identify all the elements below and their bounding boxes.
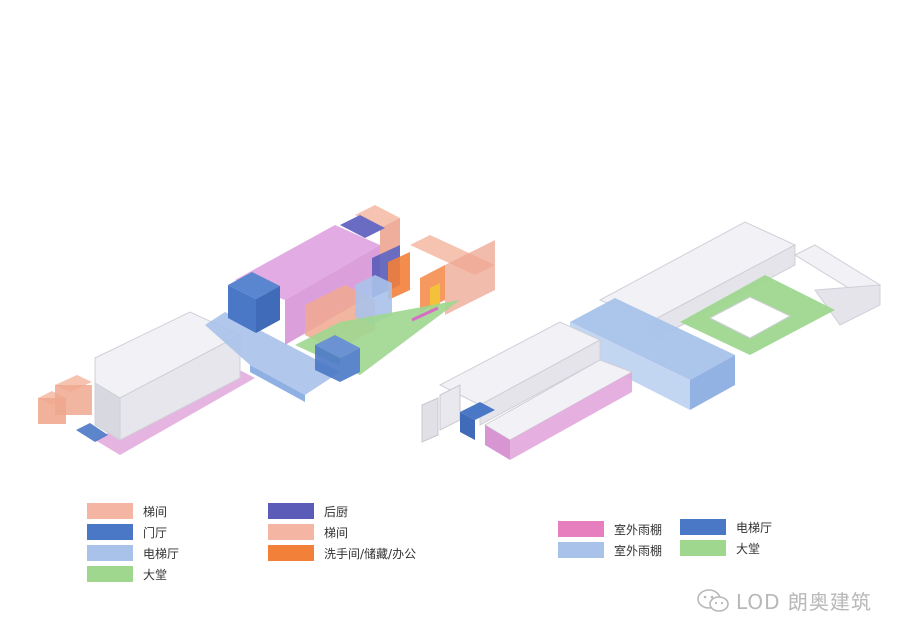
left-building-model — [38, 205, 495, 455]
legend-item-entry-hall: 门厅 — [87, 523, 167, 541]
legend-item-elevator-hall: 电梯厅 — [87, 544, 179, 562]
canopy-blue-top — [570, 298, 735, 380]
back-kitchen-top — [340, 215, 385, 238]
pink-strip — [411, 306, 439, 322]
legend-item-elevator-hall-right: 电梯厅 — [680, 518, 772, 536]
end-block-2 — [439, 384, 461, 431]
end-block-1 — [421, 397, 439, 443]
salmon-tower-front — [380, 218, 400, 255]
legend-label: 梯间 — [143, 504, 168, 519]
legend-swatch — [680, 519, 726, 535]
legend-swatch — [558, 521, 604, 537]
legend-label: 大堂 — [143, 567, 168, 582]
legend-swatch — [87, 524, 133, 540]
legend-label: 门厅 — [143, 525, 168, 540]
legend-swatch — [268, 503, 314, 519]
legend-item-outdoor-canopy-pink: 室外雨棚 — [558, 520, 662, 538]
entry-blue — [76, 423, 108, 442]
orange-box-1 — [388, 252, 410, 300]
watermark: LOD 朗奥建筑 — [696, 586, 872, 615]
legend-item-lobby: 大堂 — [87, 565, 167, 583]
lobby-box-front — [256, 286, 280, 333]
legend-label: 室外雨棚 — [614, 522, 663, 537]
elevator-hall-top — [205, 312, 340, 395]
front-blue-box — [315, 345, 340, 382]
watermark-text: LOD 朗奥建筑 — [736, 590, 872, 614]
salmon-tower-top — [355, 205, 400, 228]
right-wing-front — [814, 284, 881, 326]
small-blue-box — [355, 275, 392, 325]
legend-item-stair-2: 梯间 — [268, 523, 348, 541]
legend-item-outdoor-canopy-blue: 室外雨棚 — [558, 541, 662, 559]
legend-item-back-kitchen: 后厨 — [268, 502, 348, 520]
legend-swatch — [87, 566, 133, 582]
elevator-hall-small-front — [460, 412, 475, 440]
right-building-model — [421, 221, 882, 460]
lobby-box-top — [228, 272, 280, 299]
salmon-right-front — [445, 240, 495, 315]
legend-swatch — [680, 540, 726, 556]
legend-swatch — [268, 524, 314, 540]
legend-label: 梯间 — [324, 525, 349, 540]
legend-label: 室外雨棚 — [614, 543, 663, 558]
legend-label: 电梯厅 — [736, 520, 773, 535]
front-blue-box-side — [340, 348, 360, 382]
long-wing-side — [94, 382, 121, 441]
legend-item-stair: 梯间 — [87, 502, 167, 520]
legend-label: 电梯厅 — [143, 546, 180, 561]
left-wing-front — [479, 339, 601, 426]
legend-swatch — [558, 542, 604, 558]
legend-swatch — [87, 545, 133, 561]
pink-canopy-side — [485, 425, 510, 460]
courtyard-void — [708, 296, 792, 339]
legend-label: 大堂 — [736, 541, 761, 556]
kitchen-block-top — [235, 225, 380, 300]
pink-canopy-front — [510, 372, 632, 460]
wechat-icon — [697, 588, 729, 612]
yellow-accent — [430, 283, 440, 310]
lobby-box-side — [228, 285, 256, 333]
legend-swatch — [87, 503, 133, 519]
legend-label: 后厨 — [324, 504, 349, 519]
canopy-blue-side — [690, 355, 735, 410]
legend-label: 洗手间/储藏/办公 — [324, 546, 417, 561]
stair-block-left2 — [55, 385, 92, 415]
legend-item-restroom-storage-office: 洗手间/储藏/办公 — [268, 544, 416, 562]
elevator-hall-front — [250, 365, 305, 402]
elevator-hall-small — [460, 402, 495, 420]
front-blue-box-top — [315, 335, 360, 358]
legend-item-lobby-right: 大堂 — [680, 539, 760, 557]
legend-swatch — [268, 545, 314, 561]
